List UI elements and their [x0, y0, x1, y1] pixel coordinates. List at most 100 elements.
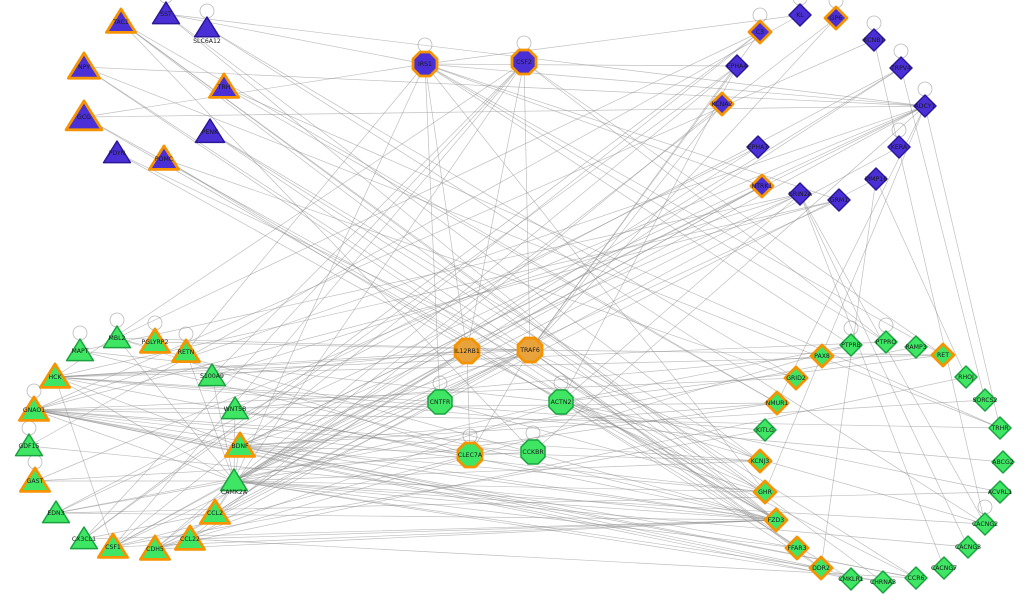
node-CCR6[interactable]	[904, 566, 928, 590]
node-WNT5B[interactable]	[220, 396, 250, 420]
edge-CAMK2A-EPHA4	[233, 65, 738, 482]
node-TRPV4[interactable]	[889, 56, 913, 80]
node-RETN[interactable]	[171, 338, 201, 364]
node-NMUR1[interactable]	[764, 390, 790, 416]
node-CSF1[interactable]	[97, 532, 129, 559]
node-GDF15[interactable]	[14, 433, 44, 457]
edge-EPHA7-CAMK2A	[233, 146, 759, 482]
edge-CACNG7-GRIN2A	[799, 193, 945, 569]
node-C3[interactable]	[747, 19, 773, 45]
node-EPHA4[interactable]	[725, 54, 749, 78]
edge-CAMK2A-GNAO1	[33, 409, 235, 482]
node-RET[interactable]	[930, 342, 956, 368]
node-TAC1[interactable]	[105, 7, 137, 34]
node-MAPT[interactable]	[65, 338, 95, 362]
node-GCG[interactable]	[64, 99, 104, 132]
node-CCL22[interactable]	[174, 524, 206, 551]
node-IRS1[interactable]	[411, 50, 439, 78]
node-SST[interactable]	[151, 1, 181, 25]
node-KCNB1[interactable]	[862, 28, 886, 52]
edge-MMP16-CDH5	[154, 178, 877, 550]
node-EDN3[interactable]	[41, 500, 71, 524]
node-CDH5[interactable]	[139, 534, 171, 561]
node-S100A9[interactable]	[197, 363, 227, 387]
self-loop-CACNG2	[977, 499, 993, 515]
node-PAX8[interactable]	[809, 343, 835, 369]
node-KCNJ3[interactable]	[747, 448, 773, 474]
node-PGLYRP2[interactable]	[139, 327, 171, 354]
node-CACNG7[interactable]	[932, 556, 956, 580]
node-GRIN2A[interactable]	[788, 182, 812, 206]
node-KCNA2[interactable]	[709, 91, 735, 117]
node-MMP16[interactable]	[864, 167, 888, 191]
edge-BDNF-KCNJ3	[239, 445, 761, 462]
node-GNAO1[interactable]	[18, 395, 50, 422]
edge-KITLG-HCK	[54, 376, 766, 431]
node-ABCG2[interactable]	[991, 450, 1015, 474]
node-FFAR3[interactable]	[784, 535, 810, 561]
edge-FZD3-SST	[165, 13, 777, 521]
edge-GNAO1-CCR6	[33, 409, 917, 579]
edge-CAMK2A-DDR2	[233, 480, 822, 569]
node-ACVRL1[interactable]	[988, 480, 1012, 504]
edge-CAMK2A-FFAR3	[233, 480, 798, 549]
node-ADCY1[interactable]	[913, 94, 937, 118]
node-SORCS2[interactable]	[973, 388, 997, 412]
node-RHOJ[interactable]	[954, 365, 978, 389]
node-CACNG2[interactable]	[973, 512, 997, 536]
node-IL12RB1[interactable]	[453, 337, 481, 365]
edge-SST-KCNJ3	[165, 13, 761, 462]
edge-GRIN2A-S100A9	[211, 193, 801, 377]
node-GHR[interactable]	[752, 479, 778, 505]
edge-CCKBR-GAST	[34, 451, 534, 482]
edge-IRS1-NTRK1	[424, 63, 763, 187]
node-KL[interactable]	[788, 3, 812, 27]
edge-GRIN2A-MAPT	[79, 193, 801, 352]
node-CSF2[interactable]	[510, 48, 538, 76]
node-NTRK1[interactable]	[749, 173, 775, 199]
node-DDR2[interactable]	[808, 555, 834, 581]
edge-CNTFR-HCK	[54, 376, 441, 403]
node-RAMP3[interactable]	[904, 335, 928, 359]
node-FZD3[interactable]	[763, 507, 789, 533]
edge-FZD3-PDYN	[116, 152, 777, 521]
node-MBL2[interactable]	[102, 325, 132, 349]
node-EPHA7[interactable]	[746, 135, 770, 159]
node-CCKBR[interactable]	[520, 439, 546, 465]
node-CLEC7A[interactable]	[456, 441, 484, 469]
edge-CSF2-S100A9	[211, 61, 525, 377]
node-TRH[interactable]	[208, 72, 240, 99]
edge-EPHA4-CX3CL1	[83, 65, 738, 540]
node-CMKLR1[interactable]	[839, 567, 863, 591]
node-GRID2[interactable]	[783, 365, 809, 391]
node-GP6[interactable]	[823, 5, 849, 31]
node-GRM1[interactable]	[827, 188, 851, 212]
edge-CCR6-CCL22	[189, 538, 917, 579]
node-SLC6A12[interactable]	[193, 16, 221, 38]
node-PDYN[interactable]	[102, 140, 132, 164]
node-ACTN2[interactable]	[548, 389, 574, 415]
node-KITLG[interactable]	[753, 418, 777, 442]
node-TRAF6[interactable]	[516, 336, 544, 364]
node-CNTFR[interactable]	[427, 389, 453, 415]
node-KERA[interactable]	[887, 135, 911, 159]
node-CACNG3[interactable]	[956, 535, 980, 559]
edge-GNAO1-TRHR	[33, 409, 1001, 429]
node-CCL2[interactable]	[199, 498, 231, 525]
node-POMC[interactable]	[148, 144, 180, 171]
node-PTPRO[interactable]	[874, 330, 898, 354]
edge-IRS1-CNTFR	[424, 63, 441, 403]
node-PENK[interactable]	[194, 118, 226, 144]
node-NPY[interactable]	[66, 51, 102, 80]
node-PTPRB[interactable]	[839, 333, 863, 357]
edge-CSF2-CX3CL1	[83, 61, 525, 540]
edge-BDNF-DDR2	[239, 445, 822, 569]
node-CAMK2A[interactable]	[219, 468, 249, 492]
node-GAST[interactable]	[19, 466, 51, 493]
node-TRHR[interactable]	[988, 416, 1012, 440]
node-BDNF[interactable]	[224, 431, 256, 458]
self-loop-TRPV4	[893, 43, 909, 59]
node-CHRNA3[interactable]	[871, 570, 895, 594]
node-CX3CL1[interactable]	[69, 526, 99, 550]
node-HCK[interactable]	[39, 362, 71, 389]
